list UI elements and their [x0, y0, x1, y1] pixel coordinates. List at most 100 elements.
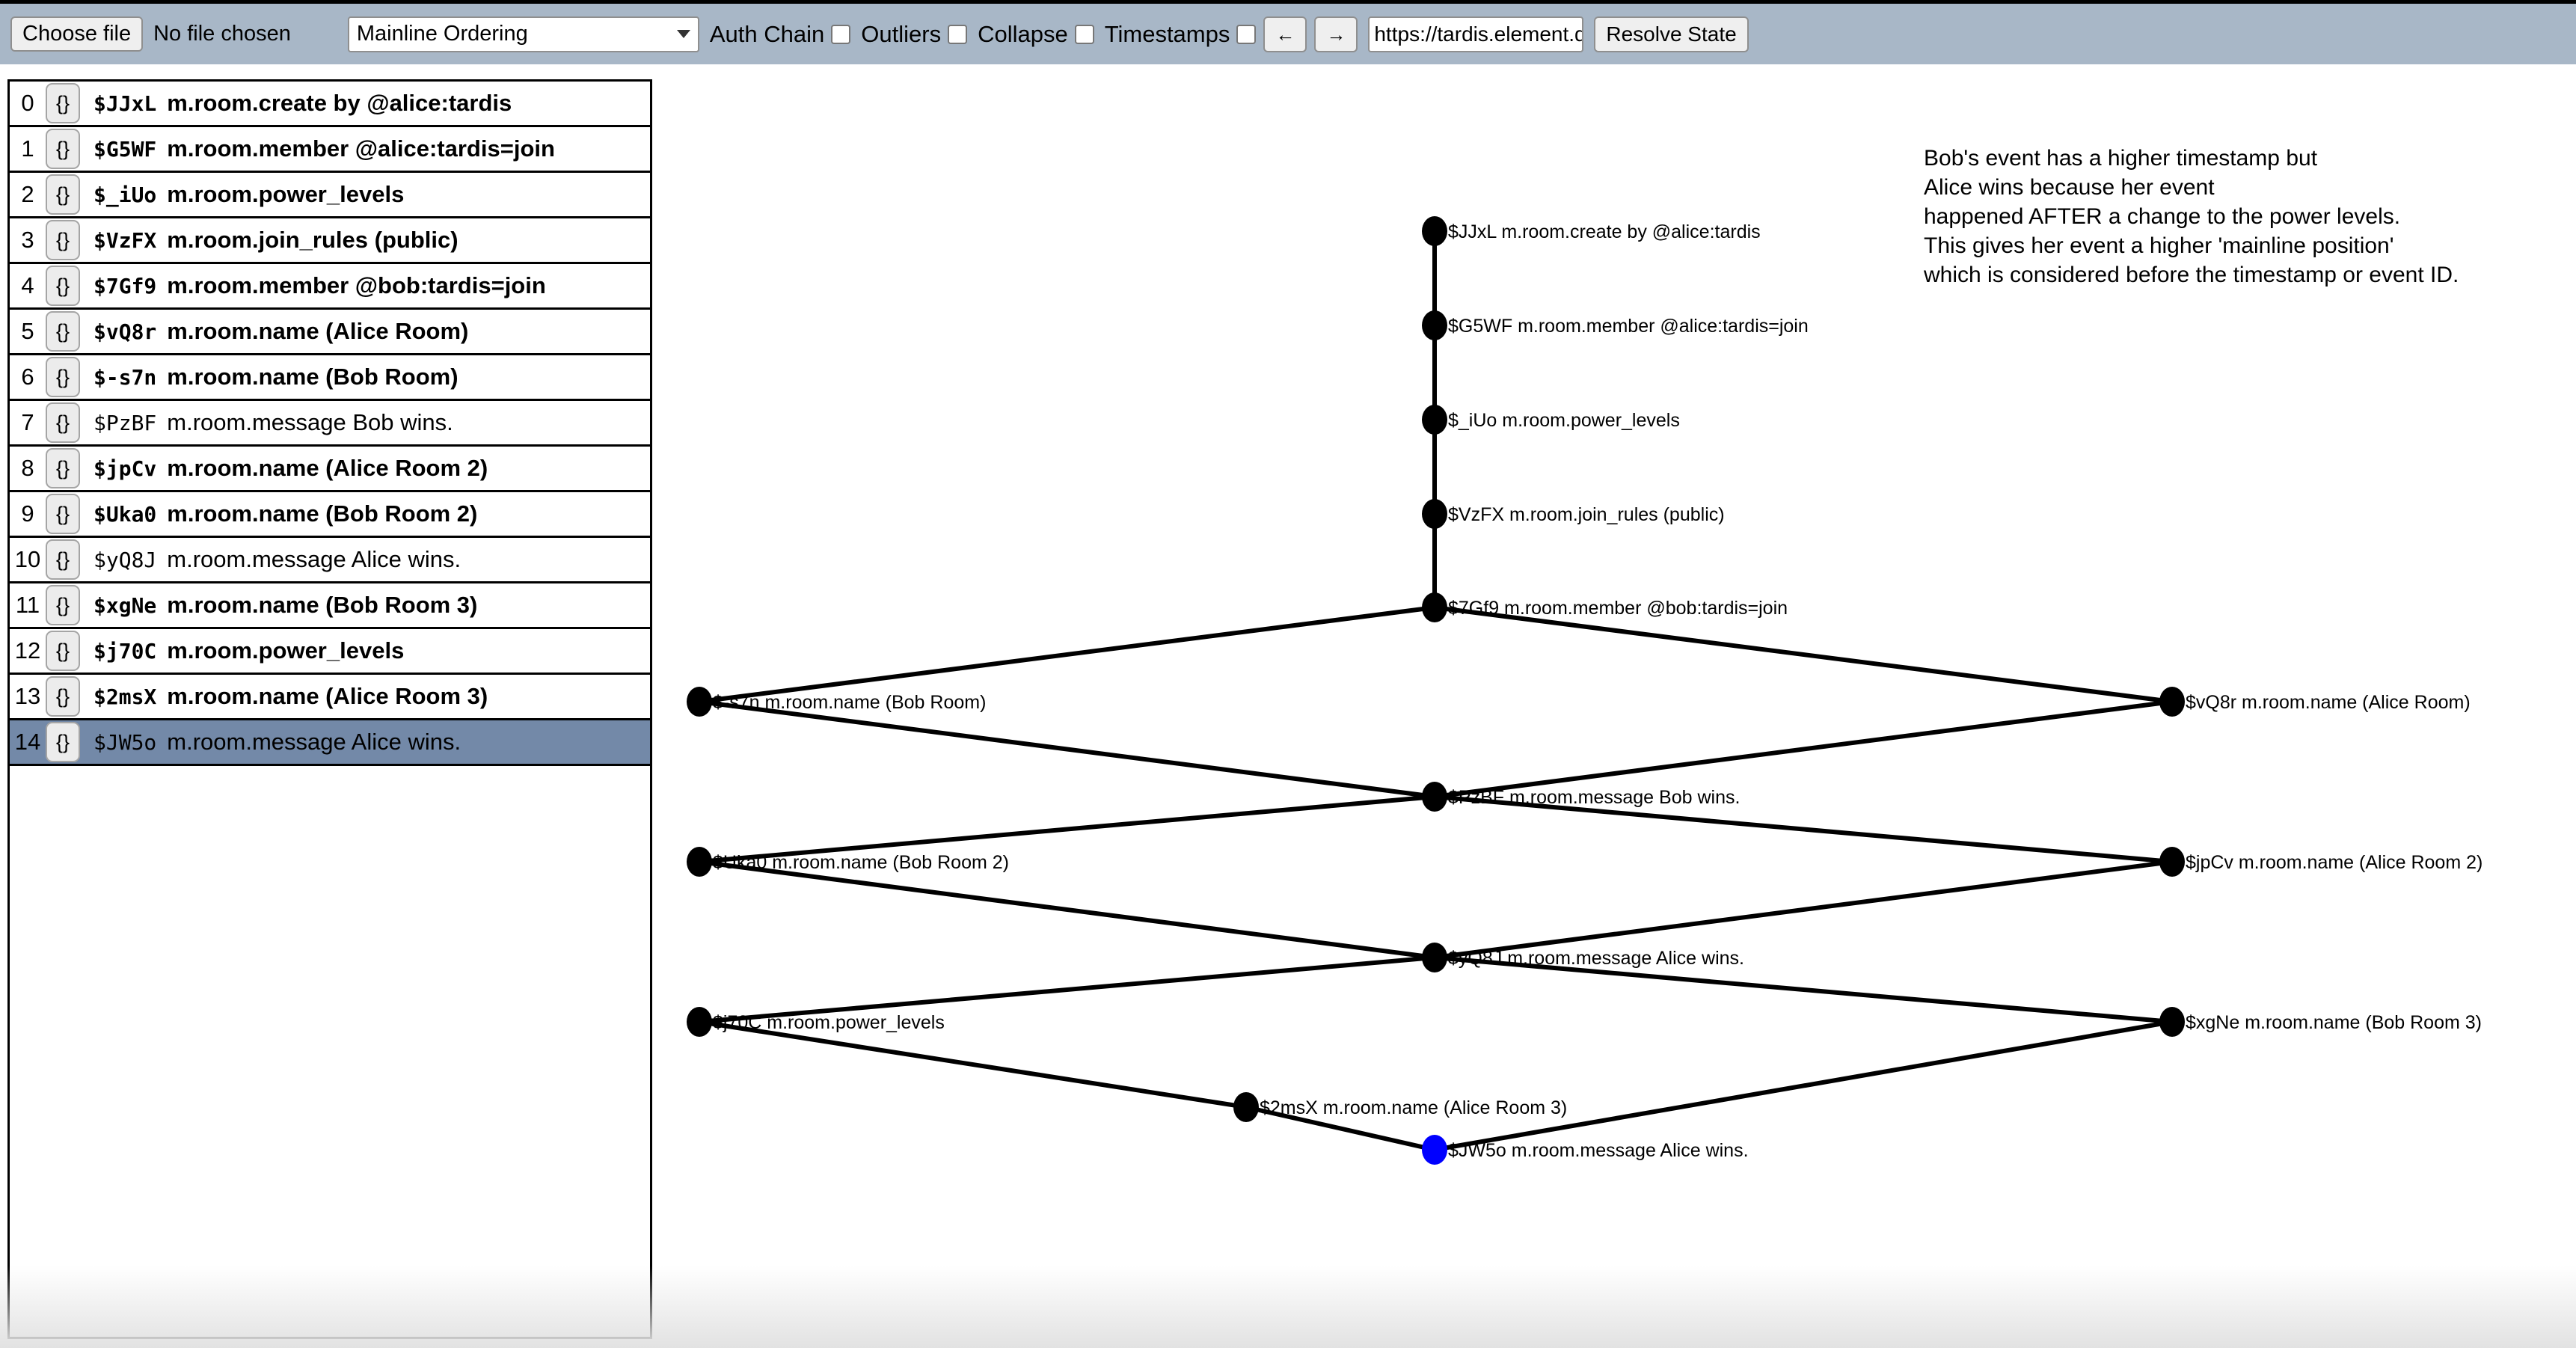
graph-node[interactable]: $JW5o m.room.message Alice wins.: [1422, 1135, 1749, 1165]
graph-node-dot[interactable]: [1422, 405, 1447, 435]
forward-arrow-icon[interactable]: →: [1314, 16, 1358, 52]
view-json-button[interactable]: {}: [46, 631, 80, 671]
view-json-button[interactable]: {}: [46, 494, 80, 534]
graph-node[interactable]: $PzBF m.room.message Bob wins.: [1422, 782, 1740, 812]
view-json-button[interactable]: {}: [46, 357, 80, 397]
timestamps-toggle[interactable]: Timestamps: [1105, 21, 1257, 48]
graph-node-dot[interactable]: [1422, 943, 1447, 972]
view-json-button[interactable]: {}: [46, 402, 80, 443]
event-list-row[interactable]: 9 {} $Uka0 m.room.name (Bob Room 2): [10, 492, 650, 538]
event-row-id: $2msX: [93, 684, 157, 709]
view-json-button[interactable]: {}: [46, 539, 80, 580]
graph-node-dot[interactable]: [687, 847, 712, 877]
event-row-text: $Uka0 m.room.name (Bob Room 2): [93, 500, 477, 527]
auth-chain-checkbox[interactable]: [831, 24, 851, 44]
graph-node-dot[interactable]: [1422, 1135, 1447, 1165]
outliers-label: Outliers: [861, 20, 942, 47]
event-row-id: $JJxL: [93, 91, 157, 116]
resolve-state-button[interactable]: Resolve State: [1594, 16, 1749, 52]
event-row-type: m.room.member @alice:tardis=join: [167, 135, 555, 162]
graph-node[interactable]: $7Gf9 m.room.member @bob:tardis=join: [1422, 592, 1788, 622]
graph-node-dot[interactable]: [2159, 687, 2185, 717]
timestamps-checkbox[interactable]: [1236, 24, 1257, 44]
graph-node[interactable]: $jpCv m.room.name (Alice Room 2): [2159, 847, 2483, 877]
url-input-value: https://tardis.element.dev: [1374, 22, 1582, 46]
graph-node[interactable]: $G5WF m.room.member @alice:tardis=join: [1422, 310, 1809, 340]
outliers-checkbox[interactable]: [948, 24, 968, 44]
graph-node[interactable]: $_iUo m.room.power_levels: [1422, 405, 1680, 435]
view-json-button[interactable]: {}: [46, 174, 80, 215]
event-row-type: m.room.name (Bob Room 2): [167, 500, 478, 527]
graph-node[interactable]: $yQ8J m.room.message Alice wins.: [1422, 943, 1744, 972]
outliers-toggle[interactable]: Outliers: [861, 20, 968, 48]
choose-file-button[interactable]: Choose file: [10, 16, 144, 52]
file-picker: Choose file No file chosen: [10, 16, 291, 52]
graph-node[interactable]: $VzFX m.room.join_rules (public): [1422, 499, 1725, 529]
event-row-index: 9: [21, 500, 34, 527]
graph-node-dot[interactable]: [1233, 1092, 1259, 1122]
event-row-id: $vQ8r: [93, 319, 157, 344]
graph-node-dot[interactable]: [1422, 592, 1447, 622]
view-json-button[interactable]: {}: [46, 220, 80, 260]
graph-node-dot[interactable]: [1422, 499, 1447, 529]
graph-node-dot[interactable]: [2159, 1007, 2185, 1037]
event-graph-canvas[interactable]: $JJxL m.room.create by @alice:tardis $G5W…: [658, 67, 2576, 1348]
ordering-select[interactable]: Mainline Ordering: [347, 16, 699, 52]
collapse-toggle[interactable]: Collapse: [978, 21, 1094, 48]
event-row-id: $Uka0: [93, 502, 157, 527]
graph-node[interactable]: $JJxL m.room.create by @alice:tardis: [1422, 216, 1761, 246]
view-json-button[interactable]: {}: [46, 585, 80, 625]
graph-node-dot[interactable]: [1422, 216, 1447, 246]
view-json-button[interactable]: {}: [46, 83, 80, 123]
graph-node[interactable]: $Uka0 m.room.name (Bob Room 2): [687, 847, 1009, 877]
view-json-button[interactable]: {}: [46, 311, 80, 352]
graph-node[interactable]: $xgNe m.room.name (Bob Room 3): [2159, 1007, 2482, 1037]
url-input[interactable]: https://tardis.element.dev: [1368, 16, 1584, 52]
view-json-button[interactable]: {}: [46, 676, 80, 717]
graph-node-dot[interactable]: [687, 687, 712, 717]
graph-node-dot[interactable]: [1422, 310, 1447, 340]
collapse-checkbox[interactable]: [1074, 24, 1094, 44]
graph-node-dot[interactable]: [687, 1007, 712, 1037]
view-json-button[interactable]: {}: [46, 722, 80, 762]
back-arrow-icon[interactable]: ←: [1263, 16, 1307, 52]
graph-node-label: $Uka0 m.room.name (Bob Room 2): [713, 852, 1009, 873]
view-json-button[interactable]: {}: [46, 129, 80, 169]
view-json-button[interactable]: {}: [46, 266, 80, 306]
graph-node-label: $vQ8r m.room.name (Alice Room): [2186, 692, 2471, 713]
graph-node[interactable]: $-s7n m.room.name (Bob Room): [687, 687, 986, 717]
auth-chain-toggle[interactable]: Auth Chain: [710, 21, 851, 48]
graph-node[interactable]: $j70C m.room.power_levels: [687, 1007, 945, 1037]
event-row-type: m.room.power_levels: [167, 637, 405, 664]
graph-node[interactable]: $vQ8r m.room.name (Alice Room): [2159, 687, 2471, 717]
graph-node-dot[interactable]: [1422, 782, 1447, 812]
graph-node-dot[interactable]: [2159, 847, 2185, 877]
graph-node[interactable]: $2msX m.room.name (Alice Room 3): [1233, 1092, 1567, 1122]
event-row-id: $j70C: [93, 639, 157, 664]
view-json-button[interactable]: {}: [46, 448, 80, 488]
graph-nodes[interactable]: $JJxL m.room.create by @alice:tardis $G5W…: [687, 216, 2483, 1165]
event-graph[interactable]: $JJxL m.room.create by @alice:tardis $G5W…: [658, 67, 2576, 1348]
event-row-type: m.room.name (Alice Room 2): [167, 455, 488, 481]
